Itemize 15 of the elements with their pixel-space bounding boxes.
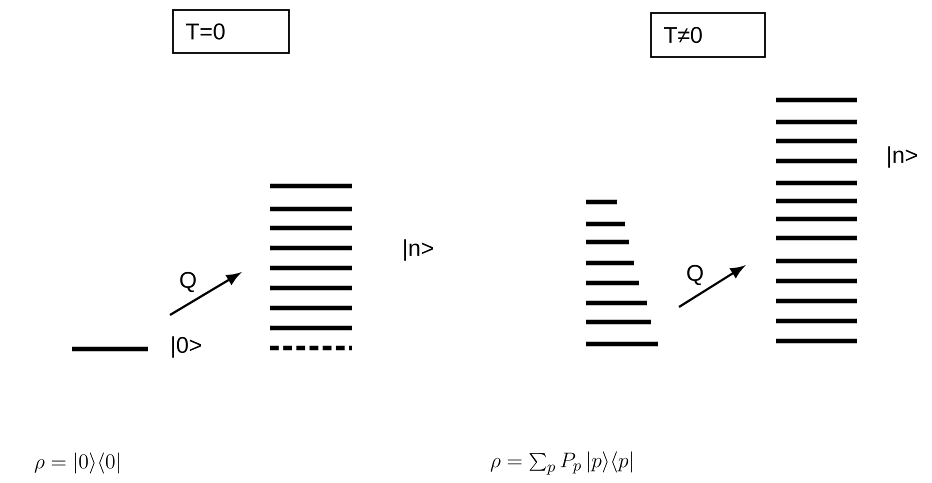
state-label: |0> <box>172 336 201 358</box>
formula: $\rho = |0\rangle\langle 0|$ <box>34 452 119 474</box>
arrow <box>169 273 240 316</box>
state-label: |n> <box>404 239 433 261</box>
edge-label: Q <box>684 263 706 287</box>
label-box: T=0 <box>172 9 290 54</box>
formula: $\rho = \sum_p P_p\, |p\rangle\langle p|$ <box>490 451 632 475</box>
edge-label: Q <box>177 270 199 294</box>
energy-level-ladder <box>586 200 658 346</box>
arrow <box>678 266 744 308</box>
energy-level-ladder <box>270 184 352 350</box>
energy-level <box>72 346 148 352</box>
state-label: |n> <box>888 146 917 168</box>
energy-level-ladder <box>776 98 858 344</box>
label-box: T≠0 <box>650 12 766 58</box>
